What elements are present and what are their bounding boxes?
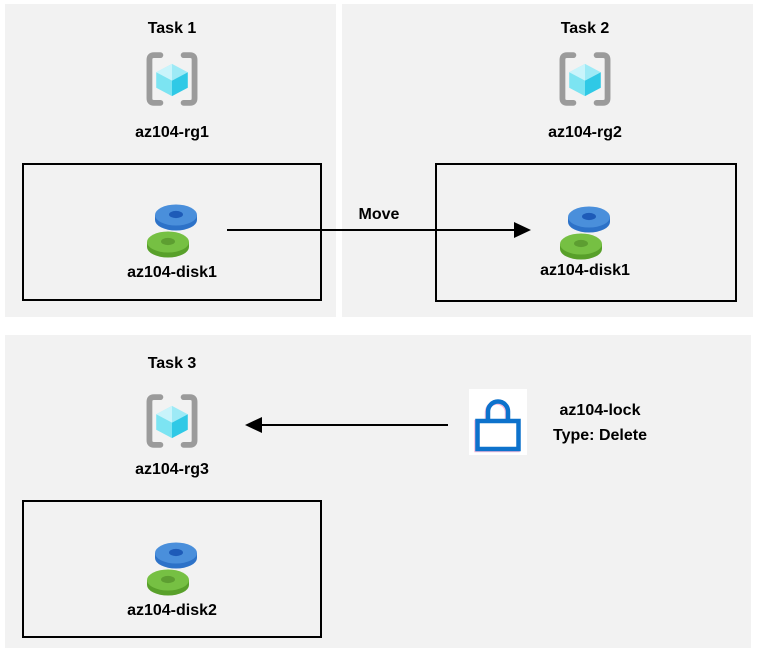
task1-disk-label: az104-disk1 <box>127 264 217 281</box>
lock-label: az104-lock Type: Delete <box>553 398 647 448</box>
move-arrow-label: Move <box>358 206 400 223</box>
task3-title: Task 3 <box>147 355 197 372</box>
lock-type: Type: Delete <box>553 427 647 444</box>
task3-disk-box <box>22 500 322 638</box>
task1-disk-box <box>22 163 322 301</box>
task2-title: Task 2 <box>560 20 610 37</box>
task1-panel: Task 1 az104-rg1 az104-disk1 <box>5 4 336 317</box>
task2-disk-label: az104-disk1 <box>540 262 630 279</box>
managed-disk-icon <box>553 200 617 262</box>
resource-group-icon <box>556 48 614 110</box>
lock-icon <box>469 389 527 455</box>
task3-resource-group-label: az104-rg3 <box>135 461 209 478</box>
task2-resource-group-label: az104-rg2 <box>548 124 622 141</box>
managed-disk-icon <box>140 198 204 260</box>
task1-title: Task 1 <box>147 20 197 37</box>
task1-resource-group-label: az104-rg1 <box>135 124 209 141</box>
lock-name: az104-lock <box>559 402 641 419</box>
resource-group-icon <box>143 48 201 110</box>
task3-panel: Task 3 az104-rg3 az104-disk2 <box>5 335 751 648</box>
managed-disk-icon <box>140 536 204 598</box>
arrow-right-icon <box>514 222 531 238</box>
move-arrow-line <box>227 229 515 231</box>
arrow-left-icon <box>245 417 262 433</box>
task2-disk-box <box>435 163 737 302</box>
task2-panel: Task 2 az104-rg2 az104-disk1 <box>342 4 753 317</box>
lock-arrow-line <box>261 424 448 426</box>
task3-disk-label: az104-disk2 <box>127 602 217 619</box>
resource-group-icon <box>143 390 201 452</box>
